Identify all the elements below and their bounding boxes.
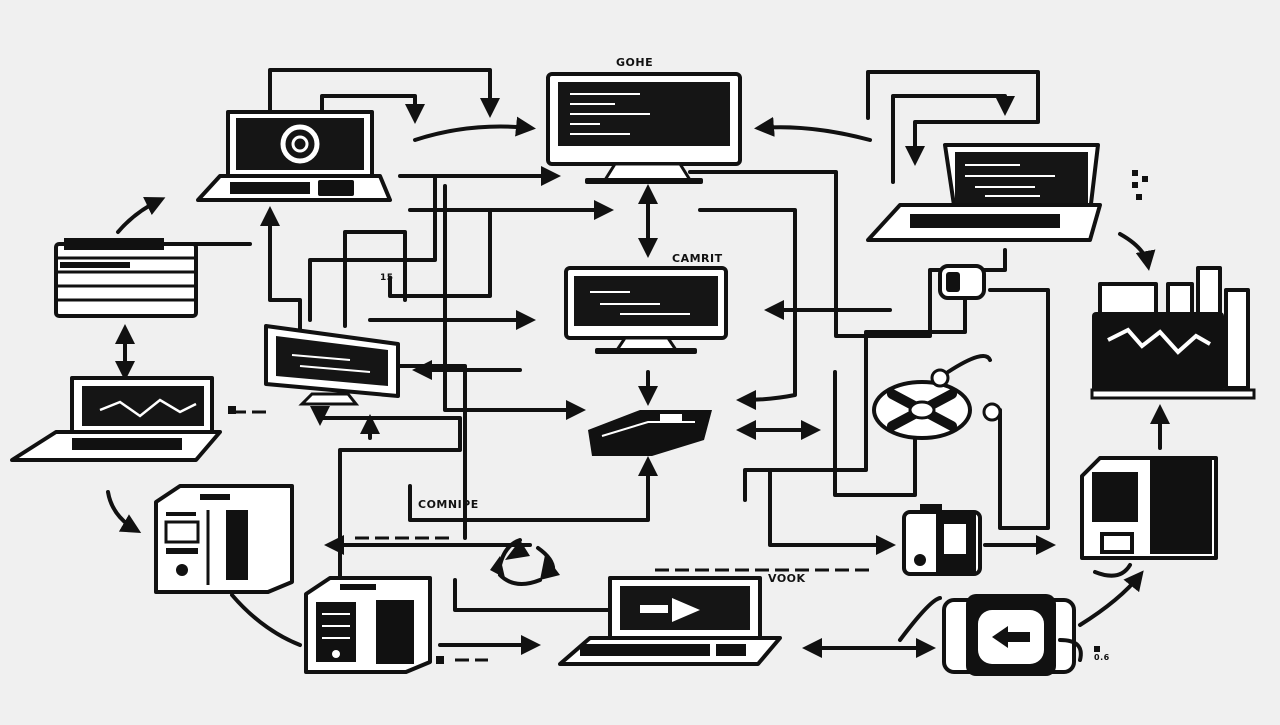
tower-left [154, 484, 294, 594]
bar-chart-right [1090, 266, 1256, 400]
laptop-left [10, 376, 222, 462]
label-small-left: 15 [380, 273, 394, 283]
connector-line [230, 593, 302, 647]
connector-line [106, 490, 142, 534]
monitor-center-left [264, 324, 400, 406]
connector-line [866, 70, 1040, 166]
bag-bottom-right [942, 594, 1083, 676]
device-right [902, 504, 982, 576]
hard-drive-center [588, 410, 712, 456]
connector-line [443, 184, 586, 420]
laptop-top-left [196, 110, 392, 202]
label-tiny-right: 0.6 [1094, 653, 1110, 662]
connectors [106, 68, 1170, 662]
connector-line [1093, 563, 1132, 578]
connector-line [116, 197, 166, 234]
label-camrit: CAMRIT [672, 252, 723, 265]
connector-line [268, 68, 500, 118]
server-stack-left [54, 238, 198, 318]
connector-line [320, 94, 425, 124]
tiny-marks [228, 170, 1148, 664]
connector-line [1078, 570, 1144, 627]
connector-line [988, 288, 1050, 530]
connector-line [891, 94, 1015, 184]
connector-line [310, 406, 462, 580]
laptop-top-right [866, 143, 1102, 242]
connector-line [754, 116, 872, 142]
connector-line [698, 208, 797, 410]
connector-line [898, 596, 942, 642]
connector-line [408, 456, 658, 522]
connector-line [743, 298, 967, 502]
recycle-symbol [490, 538, 560, 586]
gear-node-right [872, 354, 1002, 440]
connector-line [388, 208, 492, 298]
monitor-center [564, 266, 728, 354]
connector-line [1118, 232, 1156, 271]
connector-line [413, 116, 536, 142]
connector-line [833, 370, 917, 497]
tower-bottom [304, 576, 432, 674]
laptop-bottom-center [558, 576, 782, 666]
connector-line [308, 174, 437, 322]
connector-line [343, 230, 407, 328]
connector-line [453, 578, 627, 612]
connector-line [260, 206, 302, 332]
monitor-top-center [546, 72, 742, 184]
connector-line [688, 170, 1007, 338]
connector-line [768, 468, 896, 555]
label-gohe: GOHE [616, 56, 653, 69]
label-comnipe: COMNIPE [418, 498, 479, 511]
tower-right [1080, 456, 1218, 560]
label-vook: VOOK [768, 572, 806, 585]
db-node-right [938, 264, 986, 300]
